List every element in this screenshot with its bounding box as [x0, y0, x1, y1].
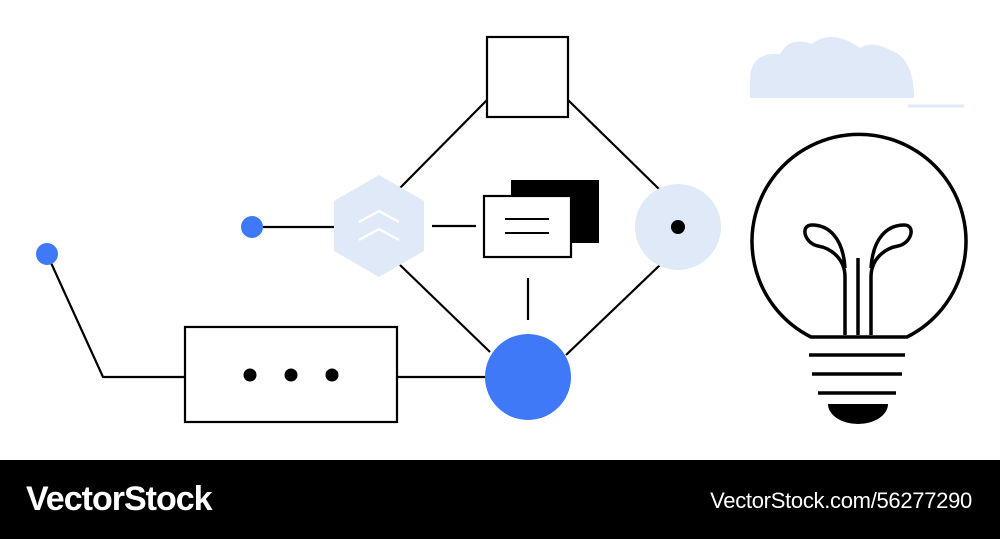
node-dot-icon	[241, 216, 263, 238]
right-circle-node	[635, 184, 721, 270]
left-end-dot-icon	[36, 243, 58, 265]
connector-lines	[45, 99, 661, 379]
lightbulb-icon	[750, 132, 968, 424]
footer-bar: VectorStock VectorStock.com/56277290	[0, 460, 1000, 539]
documents-icon	[482, 180, 599, 259]
top-square-node	[485, 35, 570, 119]
bottom-blue-circle-node	[485, 334, 571, 420]
hexagon-chevrons-icon	[334, 175, 424, 277]
cloud-icon	[750, 36, 964, 108]
network-lightbulb-illustration	[36, 35, 968, 424]
brand-logo: VectorStock	[26, 480, 213, 518]
ellipsis-box-icon	[183, 325, 399, 424]
image-id-text: VectorStock.com/56277290	[710, 488, 972, 513]
